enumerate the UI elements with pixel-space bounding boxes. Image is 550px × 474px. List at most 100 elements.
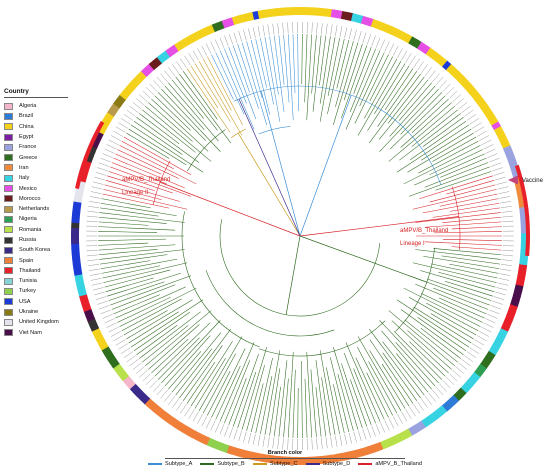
tip-label (88, 205, 100, 208)
tip-label (277, 23, 280, 35)
tip-label (344, 27, 348, 38)
country-ring-segment (438, 57, 448, 68)
tip-label (401, 411, 408, 422)
legend-label: Russia (19, 237, 37, 243)
tip-label (267, 436, 270, 448)
tree-branch (126, 299, 193, 340)
tree-branch (439, 193, 498, 207)
country-ring-segment (107, 107, 118, 117)
tree-branch (379, 88, 439, 152)
tree-branch (424, 221, 502, 228)
tip-label (142, 90, 151, 99)
tip-label (320, 437, 323, 449)
tip-label (501, 210, 513, 213)
country-ring-segment (273, 7, 281, 17)
tree-branch (105, 180, 180, 202)
country-ring-segment (178, 38, 188, 49)
tree-branch (433, 287, 489, 310)
country-ring-segment (399, 31, 409, 42)
tree-branch (374, 63, 406, 114)
tree-branch (115, 153, 162, 175)
country-ring-segment (76, 283, 86, 292)
country-ring-segment (112, 363, 123, 373)
tip-label (348, 28, 353, 40)
tip-label (180, 404, 187, 414)
tip-label (421, 64, 428, 74)
tree-branch (311, 34, 317, 94)
country-ring-segment (144, 63, 155, 74)
country-ring-segment (433, 408, 444, 419)
tip-label (487, 153, 498, 159)
tree-branch (426, 302, 479, 332)
legend-swatch (4, 154, 13, 162)
tree-branch (357, 346, 393, 416)
tip-label (495, 291, 506, 296)
legend-label: Viet Nam (19, 329, 42, 336)
tip-label (257, 26, 261, 38)
tree-branch (126, 132, 170, 159)
tree-branch (407, 330, 452, 370)
legend-swatch (4, 277, 13, 285)
country-ring-segment (300, 7, 306, 16)
legend-label: United Kingdom (19, 319, 59, 326)
tree-branch (145, 310, 212, 367)
country-ring-segment (93, 332, 104, 342)
country-ring-segment (330, 9, 338, 19)
tip-label (282, 438, 284, 450)
country-ring-segment (480, 103, 491, 113)
tree-branch (113, 157, 185, 189)
tip-label (252, 27, 256, 38)
tip-label (262, 435, 265, 447)
country-ring-segment (437, 405, 448, 416)
tree-branch (139, 311, 201, 359)
tree-branch (310, 369, 317, 438)
legend-label: USA (19, 298, 31, 305)
country-legend-item: Morocco (4, 194, 68, 204)
legend-label: Netherlands (19, 206, 50, 213)
country-ring-segment (73, 268, 83, 276)
tree-branch (123, 310, 168, 336)
country-ring-segment (187, 33, 197, 44)
tip-label (188, 53, 195, 63)
legend-swatch (4, 185, 13, 193)
tree-branch (429, 149, 483, 176)
country-ring-segment (425, 414, 435, 425)
country-ring-segment (315, 7, 322, 17)
tree-branch (139, 113, 180, 145)
country-ring-segment (71, 243, 80, 250)
tip-label (160, 389, 168, 399)
tip-label (110, 135, 121, 141)
tree-branch (398, 82, 432, 121)
tip-label (353, 29, 357, 41)
tree-branch (388, 105, 455, 162)
tree-branch (219, 50, 255, 130)
tree-branch (255, 357, 273, 434)
country-ring-segment (294, 6, 301, 16)
branch-legend-item: Subtype_B (200, 461, 245, 467)
tip-label (366, 33, 372, 45)
country-ring-segment (140, 394, 151, 405)
tip-label (91, 282, 103, 286)
country-ring-segment (247, 11, 255, 21)
tree-branch (369, 339, 414, 404)
tip-label (388, 43, 395, 54)
legend-swatch (4, 318, 13, 326)
tree-branch (369, 350, 406, 409)
tree-branch (207, 370, 231, 416)
tree-branches (98, 34, 502, 438)
legend-label: Algeria (19, 103, 37, 110)
legend-label: France (19, 144, 37, 151)
tree-branch (131, 299, 204, 348)
lineage-ii-title: aMPV/B_Thailand (122, 177, 170, 183)
tip-label (417, 401, 424, 411)
legend-swatch (4, 236, 13, 244)
tip-label (502, 249, 514, 252)
legend-swatch (4, 143, 13, 151)
country-ring-segment (165, 47, 175, 58)
legend-label: Morocco (19, 195, 41, 202)
tree-branch (297, 34, 299, 112)
country-ring-segment (101, 345, 112, 356)
country-legend-item: Viet Nam (4, 328, 68, 338)
tree-branch (382, 352, 418, 401)
